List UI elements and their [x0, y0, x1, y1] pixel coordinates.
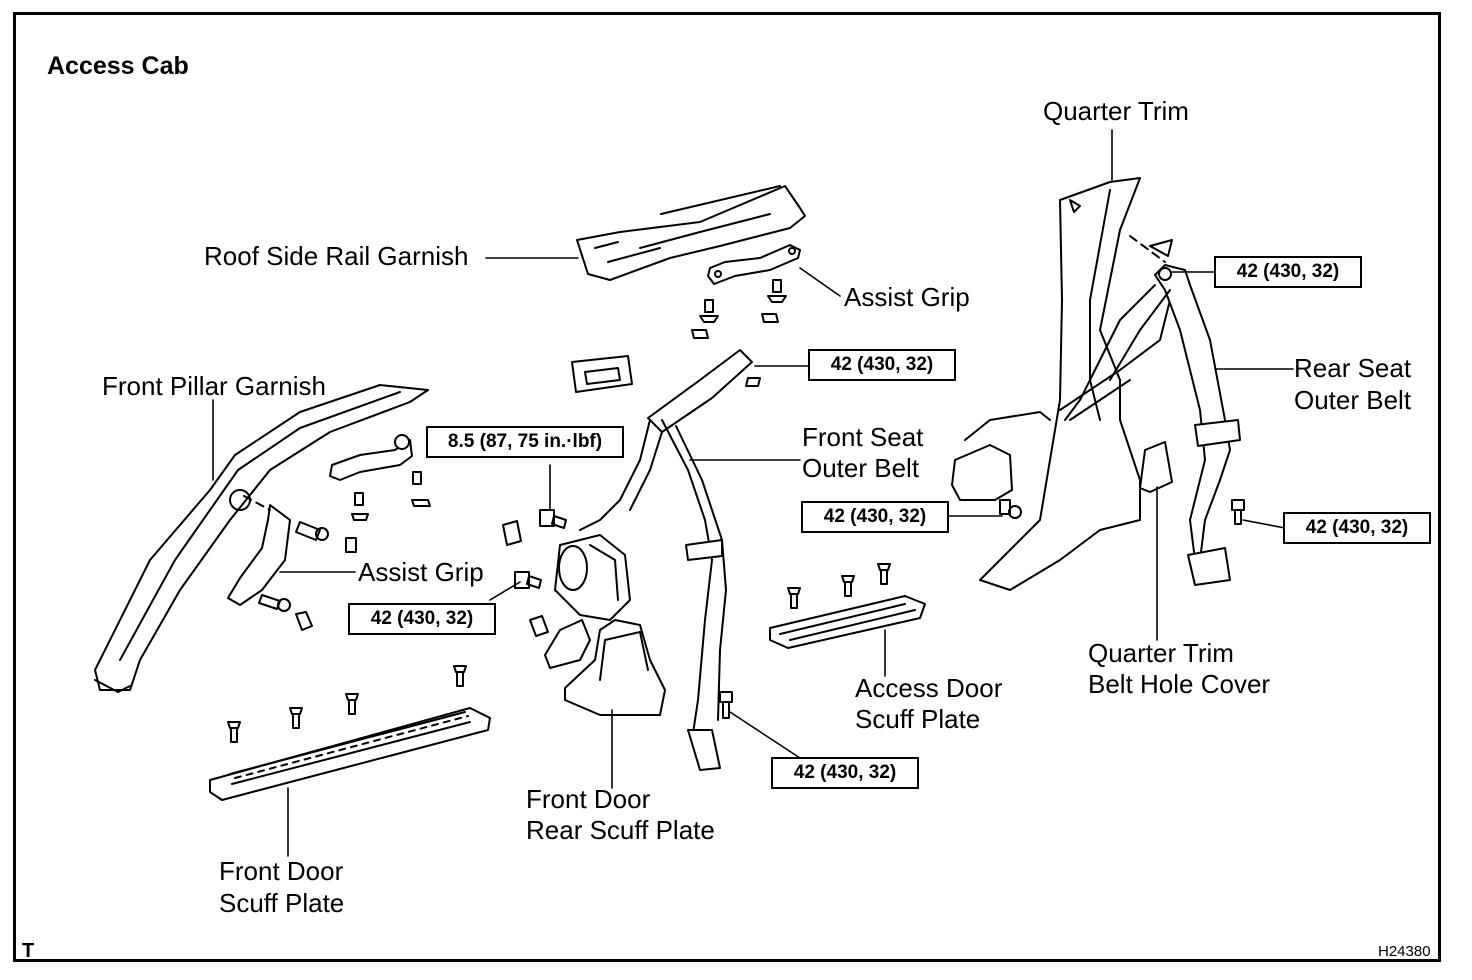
belt-hole-cover-part [1139, 441, 1173, 493]
label-roof-side-rail-garnish: Roof Side Rail Garnish [204, 241, 469, 271]
label-front-door-rear-scuff-plate-line1: Front Door [526, 784, 651, 814]
front-door-rear-scuff-plate-part [564, 619, 666, 716]
label-assist-grip-lower: Assist Grip [358, 557, 484, 587]
label-front-door-rear-scuff-plate-line2: Rear Scuff Plate [526, 815, 715, 845]
front-door-scuff-plate-part [209, 707, 491, 801]
label-assist-grip-upper: Assist Grip [844, 282, 970, 312]
label-front-seat-outer-belt-line1: Front Seat [802, 422, 924, 452]
label-front-door-scuff-plate-line1: Front Door [219, 856, 344, 886]
pillar-assist-grip-part [329, 439, 413, 481]
label-front-door-scuff-plate-line2: Scuff Plate [219, 888, 345, 918]
upper-assist-grip-part [707, 244, 801, 285]
torque-front-belt-floor: 42 (430, 32) [771, 757, 919, 789]
rear-seat-outer-belt-part [1064, 239, 1245, 586]
label-front-pillar-garnish: Front Pillar Garnish [102, 371, 326, 401]
label-belt-hole-cover-line1: Quarter Trim [1088, 638, 1234, 668]
torque-retractor-bolt: 8.5 (87, 75 in.·lbf) [426, 426, 624, 458]
front-retractor-part [502, 509, 631, 637]
front-scuff-screws [227, 665, 733, 743]
torque-front-belt-anchor-upper: 42 (430, 32) [808, 349, 956, 381]
label-quarter-trim: Quarter Trim [1043, 96, 1189, 126]
retractor-cover-part [544, 619, 591, 669]
rear-retractor-part [951, 411, 1051, 519]
label-access-door-scuff-plate-line2: Scuff Plate [855, 704, 981, 734]
roof-side-rail-garnish-part [576, 185, 806, 281]
pillar-screws [258, 471, 431, 631]
access-door-scuff-plate-part [769, 563, 926, 649]
torque-rear-belt-floor: 42 (430, 32) [1283, 512, 1431, 544]
label-front-seat-outer-belt-line2: Outer Belt [802, 453, 920, 483]
assist-grip-bracket [227, 504, 291, 606]
torque-rear-belt-upper: 42 (430, 32) [1214, 256, 1362, 288]
diagram-title: Access Cab [47, 52, 189, 80]
retractor-cover-plate [571, 355, 633, 393]
diagram-frame [13, 12, 1441, 962]
quarter-trim-part [979, 177, 1171, 591]
label-belt-hole-cover-line2: Belt Hole Cover [1088, 669, 1271, 699]
front-pillar-garnish-part [94, 384, 429, 693]
figure-code: H24380 [1378, 943, 1431, 960]
torque-rear-retractor: 42 (430, 32) [801, 501, 949, 533]
corner-mark: T [22, 940, 35, 962]
label-rear-seat-outer-belt-line1: Rear Seat [1294, 353, 1412, 383]
label-access-door-scuff-plate-line1: Access Door [855, 673, 1003, 703]
upper-screws [691, 279, 787, 339]
front-seat-outer-belt-part [579, 349, 761, 771]
torque-retractor-lower: 42 (430, 32) [348, 603, 496, 635]
label-rear-seat-outer-belt-line2: Outer Belt [1294, 385, 1412, 415]
leader-lines [212, 129, 1294, 857]
